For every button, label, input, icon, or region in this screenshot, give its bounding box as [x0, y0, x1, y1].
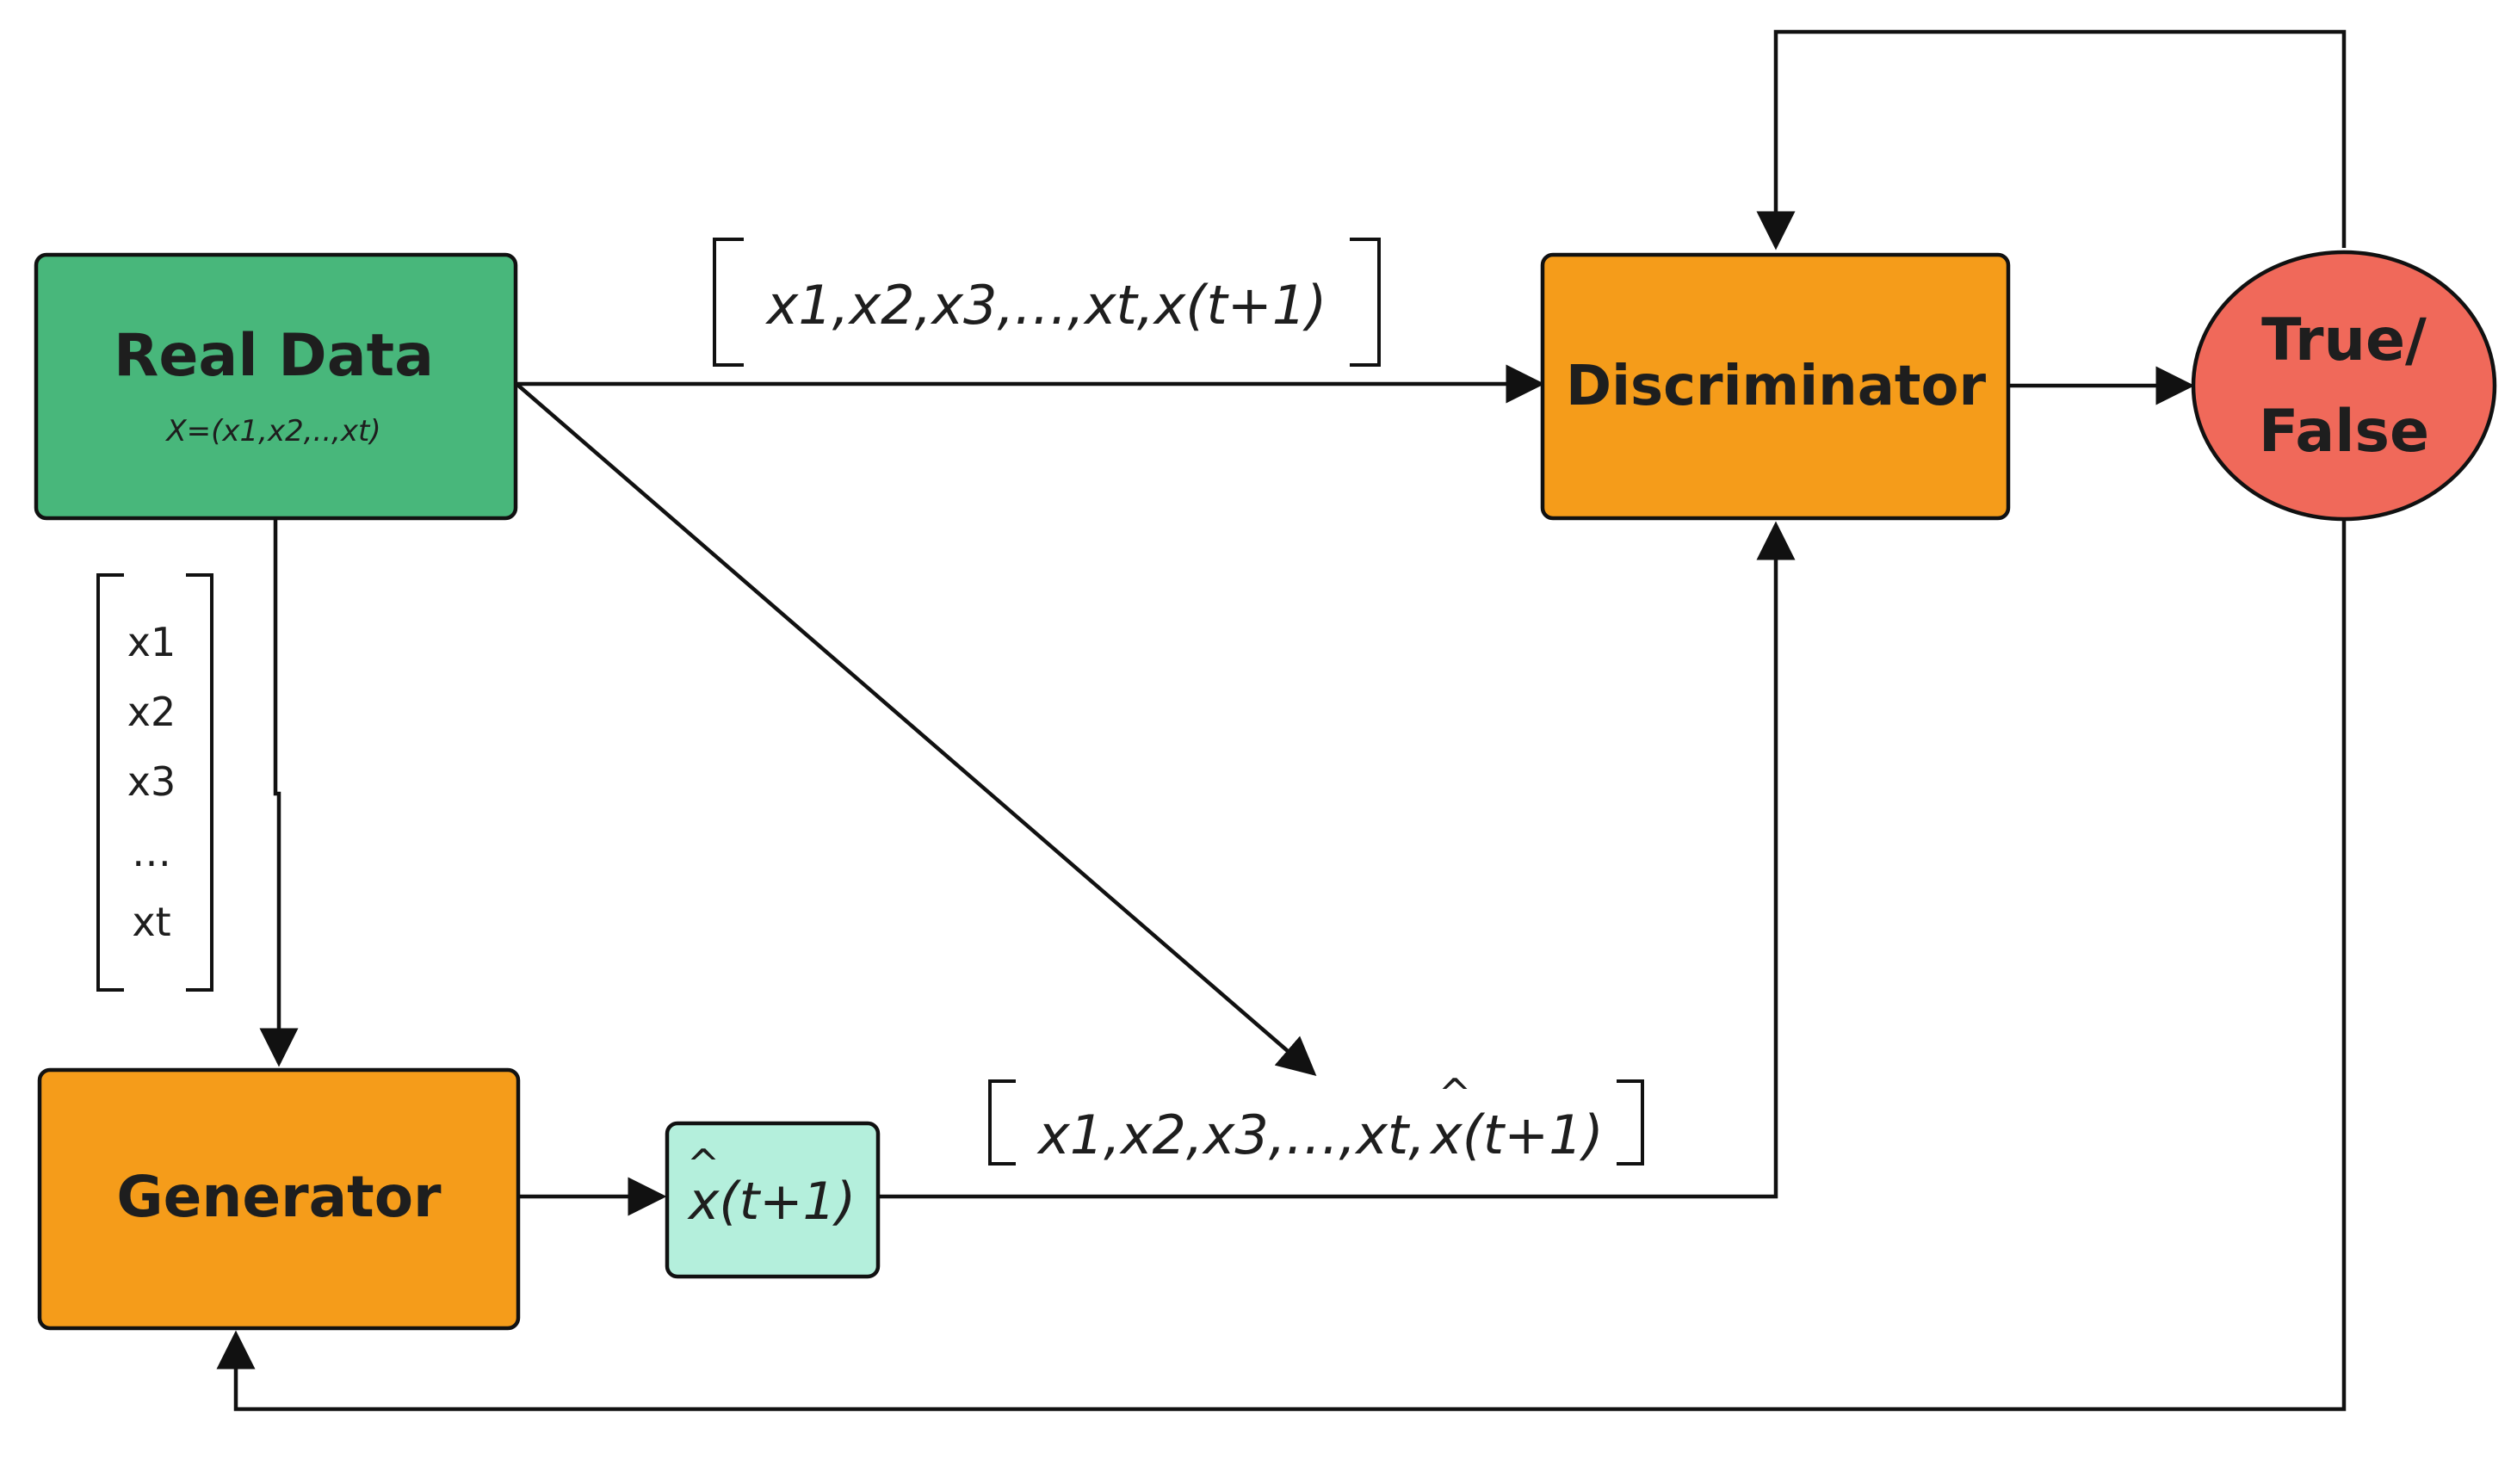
- output-node: True/ False: [2191, 250, 2497, 522]
- input-vector-item: x2: [127, 689, 176, 735]
- generator-title: Generator: [116, 1164, 442, 1230]
- real-data-subtitle: X=(x1,x2,..,xt): [164, 414, 380, 448]
- output-line2: False: [2259, 398, 2429, 466]
- edge-output-to-generator-feedback: [216, 519, 2347, 1412]
- input-vector-item: …: [132, 829, 171, 875]
- edge-generated-to-discriminator: [878, 521, 1796, 1199]
- real-data-title: Real Data: [114, 322, 434, 390]
- generated-value-node: ^ x(t+1): [665, 1121, 881, 1279]
- input-vector: x1 x2 x3 … xt: [96, 573, 213, 992]
- real-sequence-right-bracket: [1350, 238, 1381, 367]
- generated-value-hat: ^: [687, 1141, 720, 1187]
- generated-value-label: x(t+1): [687, 1172, 856, 1232]
- input-vector-item: xt: [132, 899, 170, 945]
- fake-sequence-prefix: x1,x2,x3,…,xt,: [1036, 1104, 1425, 1166]
- real-sequence-label: x1,x2,x3,…,xt,x(t+1): [713, 238, 1381, 367]
- fake-sequence-label: x1,x2,x3,…,xt, ^ x(t+1): [988, 1070, 1644, 1166]
- discriminator-node: Discriminator: [1540, 252, 2011, 521]
- fake-sequence-right-bracket: [1617, 1079, 1644, 1166]
- fake-sequence-hat: ^: [1438, 1070, 1472, 1116]
- edge-real-to-fake-sequence: [515, 382, 1317, 1076]
- edge-output-to-discriminator-feedback: [1756, 29, 2347, 250]
- input-vector-right-bracket: [186, 573, 213, 992]
- output-line1: True/: [2261, 306, 2427, 374]
- input-vector-item: x3: [127, 758, 176, 805]
- real-sequence-text: x1,x2,x3,…,xt,x(t+1): [765, 274, 1327, 337]
- real-data-node: Real Data X=(x1,x2,..,xt): [34, 252, 518, 521]
- discriminator-title: Discriminator: [1566, 355, 1987, 418]
- input-vector-item: x1: [127, 619, 176, 665]
- real-sequence-left-bracket: [713, 238, 744, 367]
- fake-sequence-tail: x(t+1): [1429, 1104, 1604, 1166]
- generator-node: Generator: [37, 1067, 521, 1331]
- fake-sequence-left-bracket: [988, 1079, 1016, 1166]
- input-vector-left-bracket: [96, 573, 124, 992]
- edge-real-to-generator: [259, 519, 299, 1067]
